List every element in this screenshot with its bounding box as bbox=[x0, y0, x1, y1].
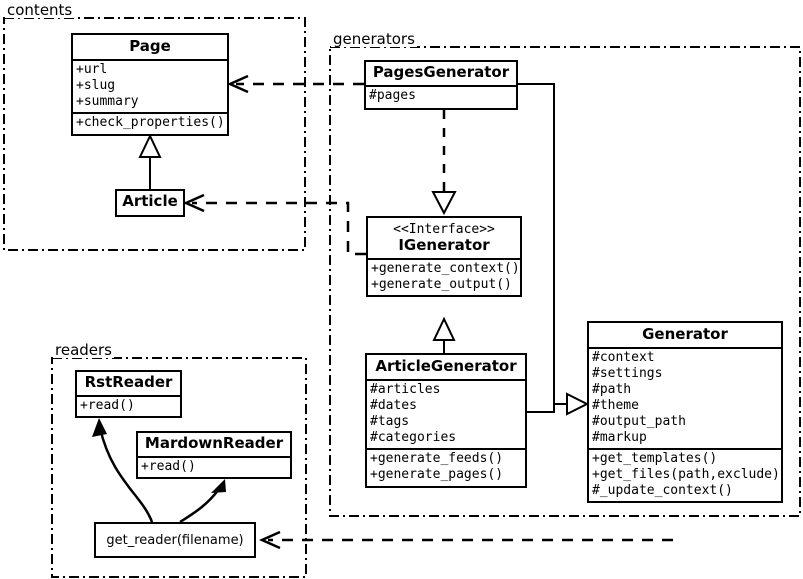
method-generate-pages: +generate_pages() bbox=[370, 467, 504, 482]
attribute-path: #path bbox=[592, 382, 632, 397]
class-box-articlegenerator[interactable]: ArticleGenerator #articles #dates #tags … bbox=[365, 353, 527, 488]
class-title-article: Article bbox=[122, 192, 178, 210]
class-attributes-articlegenerator: #articles #dates #tags #categories bbox=[367, 379, 525, 448]
attribute-articles: #articles bbox=[370, 382, 441, 397]
attribute-markup: #markup bbox=[592, 430, 647, 445]
class-box-article[interactable]: Article bbox=[115, 189, 185, 217]
method-generate-context: +generate_context() bbox=[371, 261, 520, 276]
method-check-properties: +check_properties() bbox=[76, 115, 225, 130]
class-title-generator: Generator bbox=[642, 325, 728, 343]
class-box-rstreader[interactable]: RstReader +read() bbox=[75, 370, 182, 418]
method-update-context: #_update_context() bbox=[592, 483, 733, 498]
class-box-igenerator[interactable]: <<Interface>> IGenerator +generate_conte… bbox=[366, 216, 522, 297]
attribute-url: +url bbox=[76, 62, 108, 77]
attribute-dates: #dates bbox=[370, 398, 417, 413]
class-title-articlegenerator: ArticleGenerator bbox=[375, 357, 517, 375]
attribute-output-path: #output_path bbox=[592, 414, 686, 429]
method-generate-output: +generate_output() bbox=[371, 277, 512, 292]
edge-igenerator-depends-article bbox=[182, 193, 366, 256]
class-title-mardownreader: MardownReader bbox=[144, 434, 284, 452]
attribute-summary: +summary bbox=[76, 94, 139, 109]
edge-articlegenerator-inherits-generator bbox=[527, 404, 555, 413]
class-title-pagesgenerator: PagesGenerator bbox=[372, 63, 510, 81]
class-methods-igenerator: +generate_context() +generate_output() bbox=[368, 258, 520, 295]
attribute-pages: #pages bbox=[369, 88, 416, 103]
class-methods-page: +check_properties() bbox=[73, 112, 227, 133]
class-stereotype-interface: <<Interface>> bbox=[393, 222, 495, 237]
package-label-readers: readers bbox=[53, 341, 114, 359]
edge-generator-depends-getreader bbox=[258, 530, 673, 550]
class-box-page[interactable]: Page +url +slug +summary +check_properti… bbox=[71, 33, 229, 136]
edge-articlegenerator-realizes-igenerator bbox=[432, 316, 456, 353]
edge-article-inherits-page bbox=[138, 133, 162, 189]
class-attributes-page: +url +slug +summary bbox=[73, 59, 227, 112]
attribute-theme: #theme bbox=[592, 398, 639, 413]
class-title-igenerator: <<Interface>> IGenerator bbox=[368, 218, 520, 258]
class-methods-mardownreader: +read() bbox=[138, 456, 290, 477]
edge-pagesgenerator-depends-page bbox=[226, 74, 364, 94]
class-box-mardownreader[interactable]: MardownReader +read() bbox=[136, 431, 292, 479]
method-get-templates: +get_templates() bbox=[592, 451, 718, 466]
class-title-page: Page bbox=[129, 37, 171, 55]
attribute-slug: +slug bbox=[76, 78, 116, 93]
attribute-categories: #categories bbox=[370, 430, 457, 445]
edge-pagesgenerator-realizes-igenerator bbox=[431, 110, 457, 216]
class-methods-generator: +get_templates() +get_files(path,exclude… bbox=[589, 448, 781, 501]
class-attributes-generator: #context #settings #path #theme #output_… bbox=[589, 347, 781, 448]
method-read-rstreader: +read() bbox=[80, 398, 135, 413]
function-label-get-reader: get_reader(filename) bbox=[106, 532, 244, 548]
class-name-igenerator: IGenerator bbox=[398, 236, 490, 254]
edge-getreader-creates-mardownreader bbox=[179, 479, 226, 524]
class-methods-rstreader: +read() bbox=[77, 395, 180, 416]
attribute-context: #context bbox=[592, 350, 655, 365]
edge-pagesgenerator-inherits-generator bbox=[518, 83, 590, 416]
function-box-get-reader[interactable]: get_reader(filename) bbox=[94, 522, 256, 558]
attribute-settings: #settings bbox=[592, 366, 663, 381]
class-attributes-pagesgenerator: #pages bbox=[366, 85, 516, 106]
method-read-mardownreader: +read() bbox=[141, 459, 196, 474]
class-title-rstreader: RstReader bbox=[84, 373, 173, 391]
class-box-generator[interactable]: Generator #context #settings #path #them… bbox=[587, 321, 783, 503]
package-label-generators: generators bbox=[331, 30, 417, 48]
package-label-contents: contents bbox=[5, 1, 75, 19]
method-generate-feeds: +generate_feeds() bbox=[370, 451, 504, 466]
class-box-pagesgenerator[interactable]: PagesGenerator #pages bbox=[364, 60, 518, 110]
class-methods-articlegenerator: +generate_feeds() +generate_pages() bbox=[367, 448, 525, 485]
attribute-tags: #tags bbox=[370, 414, 410, 429]
method-get-files: +get_files(path,exclude) bbox=[592, 467, 780, 482]
